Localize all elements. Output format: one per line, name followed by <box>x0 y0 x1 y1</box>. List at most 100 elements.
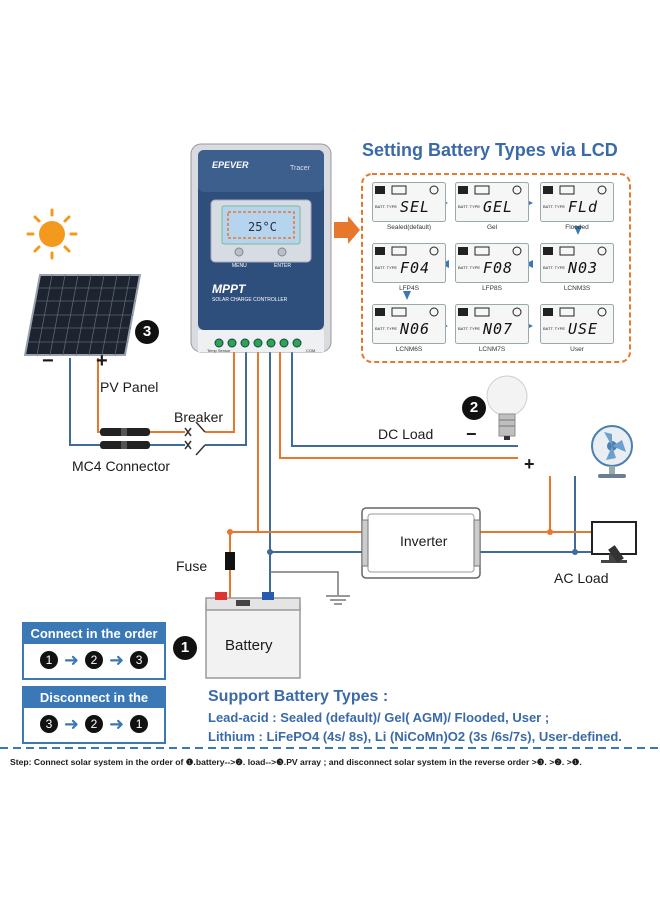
badge-battery: 1 <box>173 636 197 660</box>
disconnect-step-3: 1 <box>130 715 149 733</box>
solar-icon <box>543 186 553 194</box>
battery-icon <box>559 185 575 195</box>
ac-load-label: AC Load <box>554 570 609 586</box>
sun-icon <box>26 208 78 260</box>
inverter-label: Inverter <box>400 533 448 549</box>
mc4-label: MC4 Connector <box>72 458 171 474</box>
light-bulb-icon <box>486 375 528 440</box>
lcd-screen <box>455 182 529 222</box>
lcd-caption: LCNM7S <box>478 346 506 353</box>
solar-icon <box>458 186 468 194</box>
lcd-batt-type-prefix: BATT. TYPE <box>458 265 481 270</box>
disconnect-sequence: 3 ➜ 2 ➜ 1 <box>24 708 164 740</box>
lcd-batt-type-prefix: BATT. TYPE <box>375 326 398 331</box>
lcd-battery-code: F08 <box>483 259 514 277</box>
lcd-battery-code: USE <box>568 320 599 338</box>
solar-icon <box>458 308 468 316</box>
solar-icon <box>375 247 385 255</box>
battery-icon <box>474 185 490 195</box>
lcd-battery-code: FLd <box>568 198 599 216</box>
lcd-screen <box>455 304 529 344</box>
controller-menu-label: MENU <box>232 263 247 269</box>
battery-icon <box>391 307 407 317</box>
disconnect-order-box: Disconnect in the order 3 ➜ 2 ➜ 1 <box>22 686 166 744</box>
lcd-caption: LFP8S <box>482 285 502 292</box>
lcd-battery-code: F04 <box>400 259 431 277</box>
ground-icon <box>326 595 350 605</box>
controller-model: Tracer <box>290 165 310 172</box>
lcd-caption: Flooded <box>565 224 589 231</box>
breaker <box>184 421 206 456</box>
lcd-battery-code: GEL <box>483 198 514 216</box>
breaker-label: Breaker <box>174 409 224 425</box>
pv-plus-label: + <box>96 350 108 372</box>
battery-icon <box>559 246 575 256</box>
connect-sequence: 1 ➜ 2 ➜ 3 <box>24 644 164 676</box>
controller-lcd-reading: 25°C <box>248 220 277 234</box>
lcd-caption: Sealed(default) <box>386 224 432 231</box>
lcd-settings-frame <box>361 173 631 363</box>
pv-minus-label: − <box>42 350 54 372</box>
controller-subtitle: SOLAR CHARGE CONTROLLER <box>212 297 288 303</box>
lcd-battery-code: N06 <box>400 320 431 338</box>
controller-com-label: COM <box>306 348 316 353</box>
battery-icon <box>391 185 407 195</box>
dc-load-plus: + <box>524 454 535 474</box>
solar-icon <box>375 186 385 194</box>
fuse-label: Fuse <box>176 558 208 574</box>
solar-icon <box>375 308 385 316</box>
solar-panel <box>23 274 142 356</box>
lcd-batt-type-prefix: BATT. TYPE <box>375 204 398 209</box>
lcd-battery-code: N03 <box>568 259 599 277</box>
connect-step-3: 3 <box>130 651 149 669</box>
lcd-caption: LCNM6S <box>395 346 423 353</box>
lcd-caption: Gel <box>486 224 498 231</box>
connect-step-2: 2 <box>85 651 103 669</box>
controller-temp-label: Temp Sensor <box>207 348 231 353</box>
pv-panel-label: PV Panel <box>100 379 159 395</box>
battery-icon <box>474 246 490 256</box>
fan-icon <box>591 425 633 478</box>
mc4-connector <box>100 428 150 449</box>
bulb-icon <box>512 246 522 256</box>
lcd-battery-code: N07 <box>483 320 514 338</box>
controller-enter-label: ENTER <box>274 263 291 269</box>
arrow-right-icon <box>334 216 360 244</box>
battery-icon <box>474 307 490 317</box>
solar-icon <box>543 308 553 316</box>
tv-icon <box>591 521 637 563</box>
connect-order-title: Connect in the order <box>24 624 164 644</box>
bulb-icon <box>429 246 439 256</box>
badge-load: 2 <box>462 396 486 420</box>
lcd-batt-type-prefix: BATT. TYPE <box>375 265 398 270</box>
connect-step-1: 1 <box>39 651 58 669</box>
arrow-right-icon: ➜ <box>109 649 125 670</box>
bulb-icon <box>429 185 439 195</box>
lcd-screen <box>455 243 529 283</box>
page-title: Setting Battery Types via LCD <box>362 140 618 160</box>
bulb-icon <box>597 185 607 195</box>
bulb-icon <box>429 307 439 317</box>
solar-icon <box>543 247 553 255</box>
battery <box>205 592 301 679</box>
controller-brand: EPEVER <box>212 160 249 170</box>
disconnect-order-title: Disconnect in the order <box>24 688 164 725</box>
lcd-battery-code: SEL <box>400 198 431 216</box>
lcd-caption: LCNM3S <box>563 285 591 292</box>
bulb-icon <box>512 185 522 195</box>
solar-icon <box>458 247 468 255</box>
arrow-right-icon: ➜ <box>63 649 79 670</box>
support-lead-acid: Lead-acid : Sealed (default)/ Gel( AGM)/… <box>208 710 550 725</box>
connect-order-box: Connect in the order 1 ➜ 2 ➜ 3 <box>22 622 166 680</box>
support-title: Support Battery Types : <box>208 688 389 705</box>
lcd-caption: LFP4S <box>399 285 419 292</box>
battery-label: Battery <box>225 637 273 654</box>
lcd-screen <box>540 304 614 344</box>
